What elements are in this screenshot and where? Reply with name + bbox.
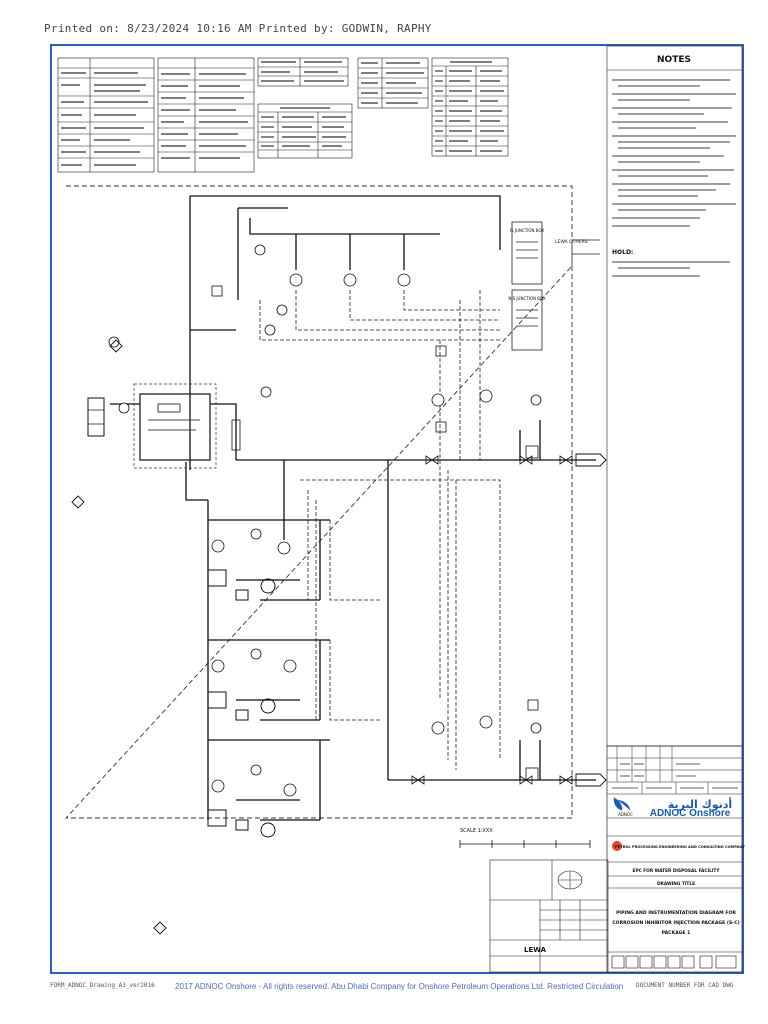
svg-text:ADNOC: ADNOC: [618, 812, 633, 817]
signal-lines: [259, 290, 501, 770]
scope-split-label: LEWA OTHERS: [555, 239, 588, 245]
printed-on-value: 8/23/2024 10:16 AM: [127, 22, 252, 35]
svg-text:IS JUNCTION BOX: IS JUNCTION BOX: [510, 228, 544, 233]
scale-bar: SCALE 1:XXX: [459, 828, 591, 848]
notes-title: NOTES: [657, 55, 691, 65]
package-boundary: LEWA OTHERS: [64, 185, 600, 819]
adnoc-arabic-name: أدنوك البرية: [668, 797, 732, 811]
junction-box-nis: NIS JUNCTION BOX: [508, 289, 546, 351]
footer-form-ref: FORM_ADNOC_Drawing_A3_ver2016: [50, 982, 155, 989]
scale-label: SCALE 1:XXX: [460, 828, 493, 834]
title-block: ADNOC أدنوك البرية ADNOC Onshore PETROL …: [606, 745, 745, 973]
adnoc-logo: ADNOC: [613, 797, 633, 817]
document-number-cells: [611, 955, 737, 969]
storage-tank: [133, 383, 217, 469]
legend-text-lines: [61, 61, 504, 166]
legend-table-1: [57, 57, 155, 173]
adnoc-company-name: ADNOC Onshore: [650, 808, 731, 819]
footer-copyright: 2017 ADNOC Onshore - All rights reserved…: [175, 982, 624, 991]
printed-by-label: Printed by:: [258, 22, 335, 35]
print-header: Printed on: 8/23/2024 10:16 AM Printed b…: [44, 22, 432, 35]
legend-table-5: [431, 57, 509, 157]
printed-by-value: GODWIN, RAPHY: [341, 22, 432, 35]
revision-block: [489, 859, 609, 973]
hold-title: HOLD:: [612, 249, 633, 256]
contractor-name: PETROL PROCESSING ENGINEERING AND CONSUL…: [615, 845, 745, 849]
drawing-frame: [50, 44, 744, 974]
notes-panel: NOTES HOLD:: [606, 45, 743, 747]
legend-table-3: [257, 57, 353, 159]
valves: [211, 285, 573, 785]
pump-a: [207, 569, 276, 601]
junction-box-is: IS JUNCTION BOX: [510, 221, 544, 285]
process-piping: [110, 195, 596, 821]
drawing-title-label: DRAWING TITLE: [657, 881, 695, 887]
pump-c: [207, 809, 276, 838]
printed-on-label: Printed on:: [44, 22, 121, 35]
drawing-title-line1: PIPING AND INSTRUMENTATION DIAGRAM FOR: [616, 910, 736, 916]
calibration-pot: [87, 397, 105, 437]
project-title: EPC FOR WATER DISPOSAL FACILITY: [633, 868, 721, 874]
drawing-title-line2: CORROSION INHIBITOR INJECTION PACKAGE (S…: [612, 920, 739, 926]
drawing-title-line3: PACKAGE 1: [662, 930, 691, 936]
pump-b: [207, 691, 276, 721]
instrument-bubbles: [108, 244, 542, 797]
footer-doc-ref: DOCUMENT NUMBER FOR CAD DWG: [636, 982, 734, 989]
off-page-connectors: [71, 339, 607, 935]
svg-text:NIS JUNCTION BOX: NIS JUNCTION BOX: [508, 296, 545, 301]
lewa-logo-text: LEWA: [524, 946, 547, 954]
legend-table-4: [357, 57, 429, 109]
legend-table-2: [157, 57, 255, 173]
